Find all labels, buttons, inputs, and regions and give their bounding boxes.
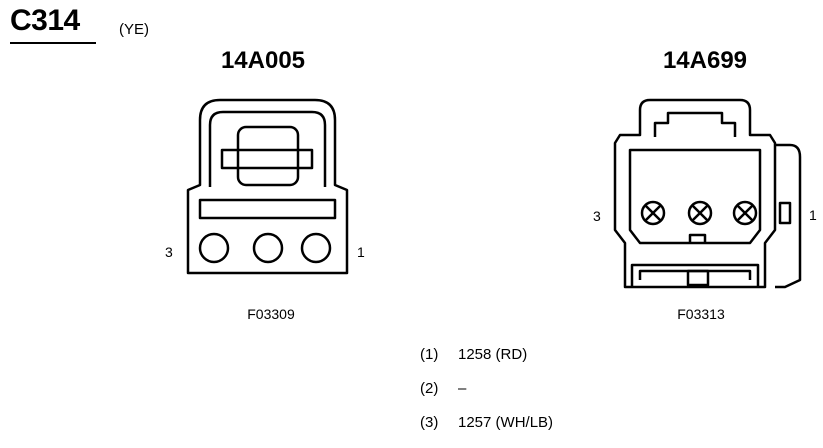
right-pin-3 <box>640 200 666 226</box>
left-latch-loop <box>208 110 327 187</box>
title-underline <box>10 42 96 44</box>
right-part-number: 14A699 <box>662 47 748 74</box>
left-latch-body <box>236 125 300 187</box>
left-figure-id: F03309 <box>247 306 295 322</box>
right-pin-label-1: 1 <box>809 207 817 223</box>
pin-circuit: 1257 (WH/LB) <box>458 414 554 431</box>
pin-number: (3) <box>420 414 439 431</box>
left-pin-label-3: 3 <box>165 244 173 260</box>
pin-circuit: 1258 (RD) <box>458 346 528 363</box>
left-part-number: 14A005 <box>220 47 306 74</box>
left-pin-label-1: 1 <box>357 244 365 260</box>
left-retaining-bar <box>198 198 337 220</box>
left-connector-drawing <box>186 98 349 275</box>
right-connector-drawing <box>613 98 802 289</box>
right-bottom-key <box>686 269 710 287</box>
pin-circuit: – <box>458 380 467 397</box>
right-housing-outer <box>613 98 777 289</box>
connector-id: C314 <box>10 4 80 37</box>
right-key-post <box>688 233 707 243</box>
pinout-row: (3) 1257 (WH/LB) <box>420 414 553 448</box>
left-pin-3 <box>198 232 230 264</box>
right-pin-1 <box>732 200 758 226</box>
left-pin-2 <box>252 232 284 264</box>
right-pin-2 <box>687 200 713 226</box>
pinout-row: (1) 1258 (RD) <box>420 346 553 380</box>
right-figure-id: F03313 <box>677 306 725 322</box>
right-pin-label-3: 3 <box>593 208 601 224</box>
connector-color-code: (YE) <box>119 21 149 38</box>
right-locking-tab <box>775 143 802 289</box>
right-tab-notch <box>778 201 792 225</box>
right-bottom-rail-inner <box>638 269 752 280</box>
pin-number: (1) <box>420 346 439 363</box>
pinout-list: (1) 1258 (RD) (2) – (3) 1257 (WH/LB) <box>420 346 553 448</box>
left-housing-outer <box>186 98 349 275</box>
left-pin-1 <box>300 232 332 264</box>
pinout-row: (2) – <box>420 380 553 414</box>
right-bottom-rail-outer <box>630 263 760 287</box>
pin-number: (2) <box>420 380 439 397</box>
left-latch-tab <box>220 148 314 170</box>
right-inner-cavity <box>628 148 762 245</box>
right-top-latch <box>653 111 737 137</box>
